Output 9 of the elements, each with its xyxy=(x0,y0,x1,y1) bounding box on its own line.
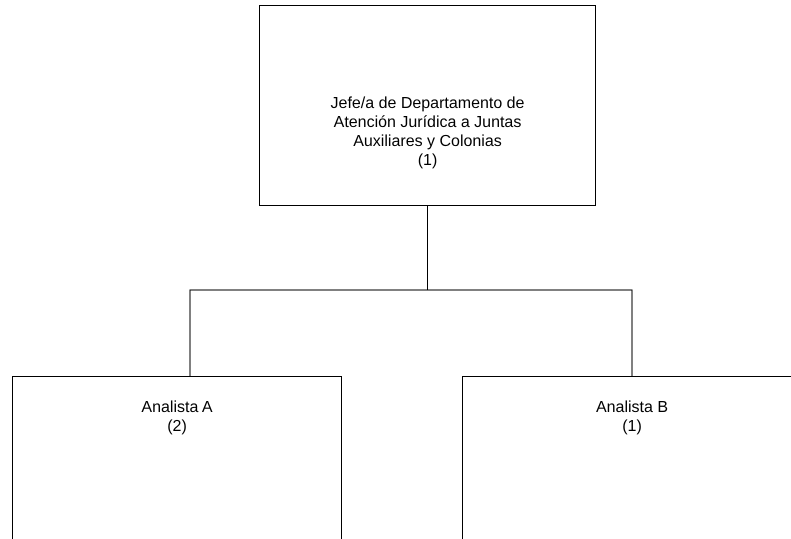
position-count: (2) xyxy=(167,417,187,436)
position-title: Analista B xyxy=(596,398,668,417)
position-title: Analista A xyxy=(141,398,213,417)
position-count: (1) xyxy=(418,151,438,170)
position-title: Jefe/a de Departamento de Atención Jurídica a Juntas Auxiliares y Colonias xyxy=(330,94,526,151)
org-box xyxy=(259,5,596,206)
org-box xyxy=(12,376,342,539)
position-count: (1) xyxy=(622,417,642,436)
org-box xyxy=(462,376,791,539)
